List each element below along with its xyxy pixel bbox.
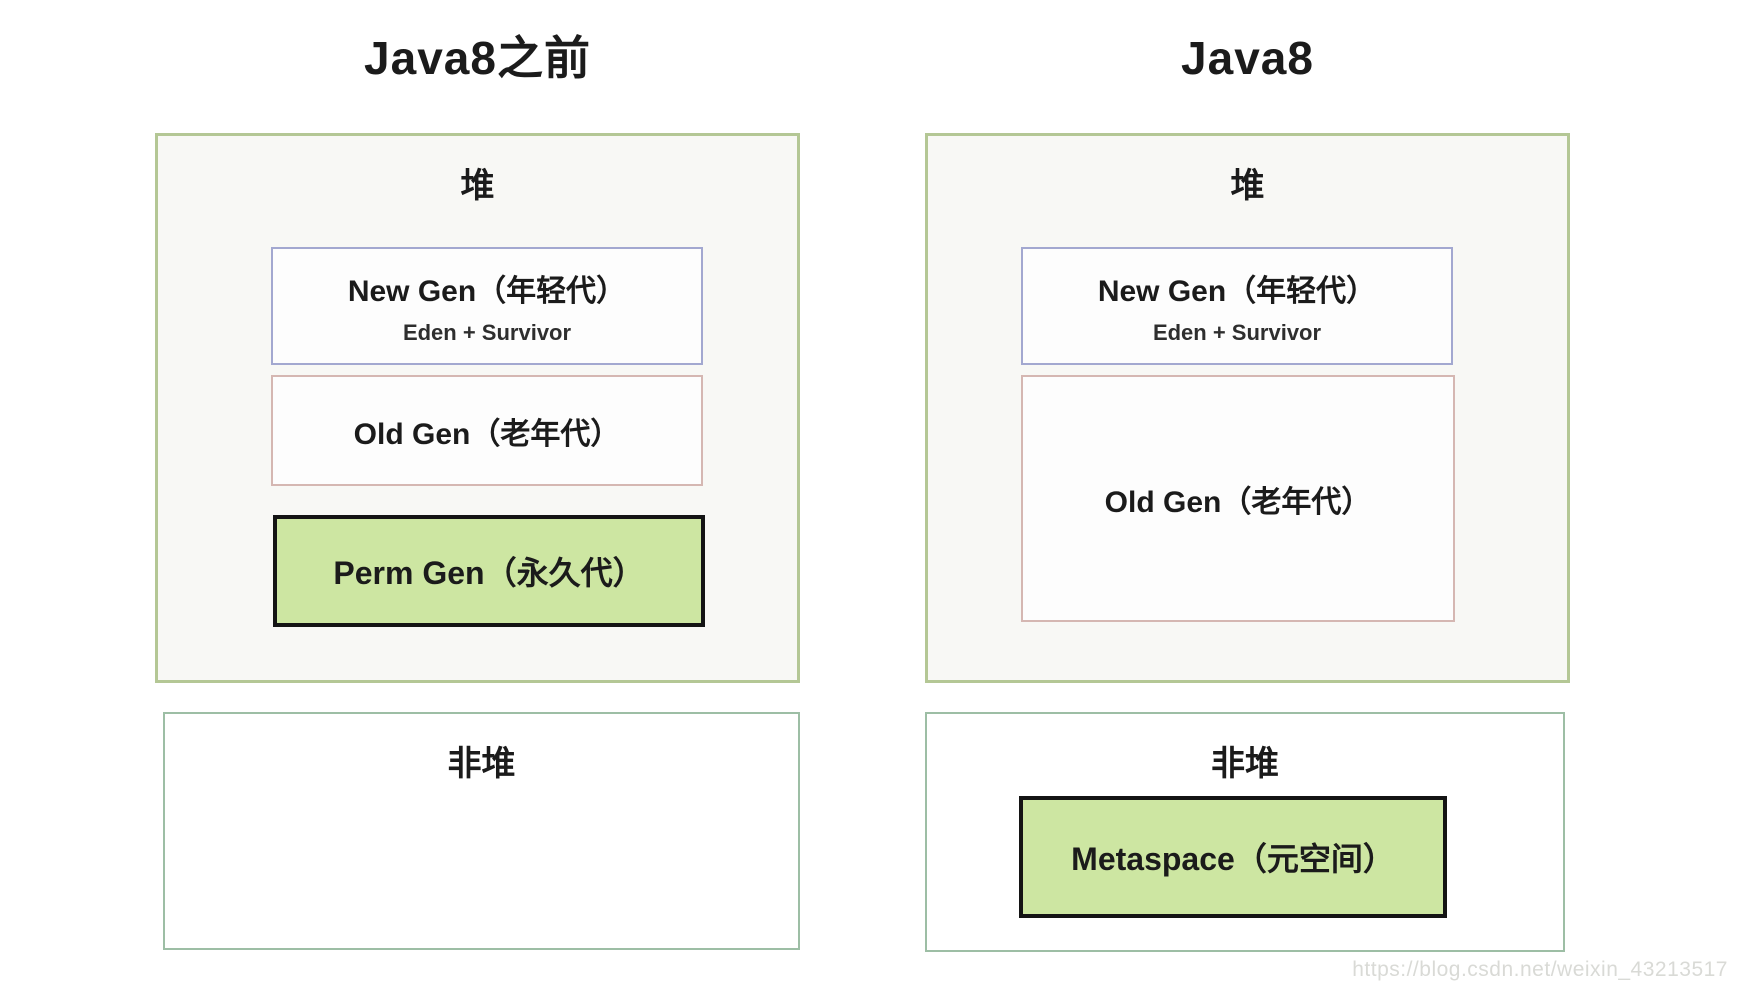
left-non-heap-box: 非堆 <box>163 712 800 950</box>
left-old-gen-box: Old Gen（老年代） <box>271 375 703 486</box>
csdn-watermark: https://blog.csdn.net/weixin_43213517 <box>1352 958 1728 981</box>
right-metaspace-box: Metaspace（元空间） <box>1019 796 1447 918</box>
right-heap-box: 堆 New Gen（年轻代） Eden + Survivor Old Gen（老… <box>925 133 1570 683</box>
left-old-gen-title: Old Gen（老年代） <box>353 417 621 451</box>
left-new-gen-title: New Gen（年轻代） <box>347 275 627 308</box>
right-new-gen-box: New Gen（年轻代） Eden + Survivor <box>1021 247 1453 365</box>
right-heap-label: 堆 <box>1230 167 1265 205</box>
right-non-heap-box: 非堆 Metaspace（元空间） <box>925 712 1565 952</box>
right-old-gen-box: Old Gen（老年代） <box>1021 375 1455 622</box>
right-new-gen-subtitle: Eden + Survivor <box>1152 320 1322 345</box>
right-metaspace-title: Metaspace（元空间） <box>1071 841 1395 877</box>
right-old-gen-title: Old Gen（老年代） <box>1104 485 1372 519</box>
left-non-heap-label: 非堆 <box>447 745 516 783</box>
right-panel-title: Java8 <box>1181 32 1314 84</box>
left-heap-label: 堆 <box>460 167 495 205</box>
right-non-heap-label: 非堆 <box>1211 745 1279 783</box>
right-new-gen-title: New Gen（年轻代） <box>1097 275 1377 308</box>
left-new-gen-box: New Gen（年轻代） Eden + Survivor <box>271 247 703 365</box>
left-perm-gen-title: Perm Gen（永久代） <box>333 555 645 591</box>
left-heap-box: 堆 New Gen（年轻代） Eden + Survivor Old Gen（老… <box>155 133 800 683</box>
left-perm-gen-box: Perm Gen（永久代） <box>273 515 705 627</box>
left-panel-title: Java8之前 <box>364 32 591 84</box>
left-new-gen-subtitle: Eden + Survivor <box>402 320 572 345</box>
